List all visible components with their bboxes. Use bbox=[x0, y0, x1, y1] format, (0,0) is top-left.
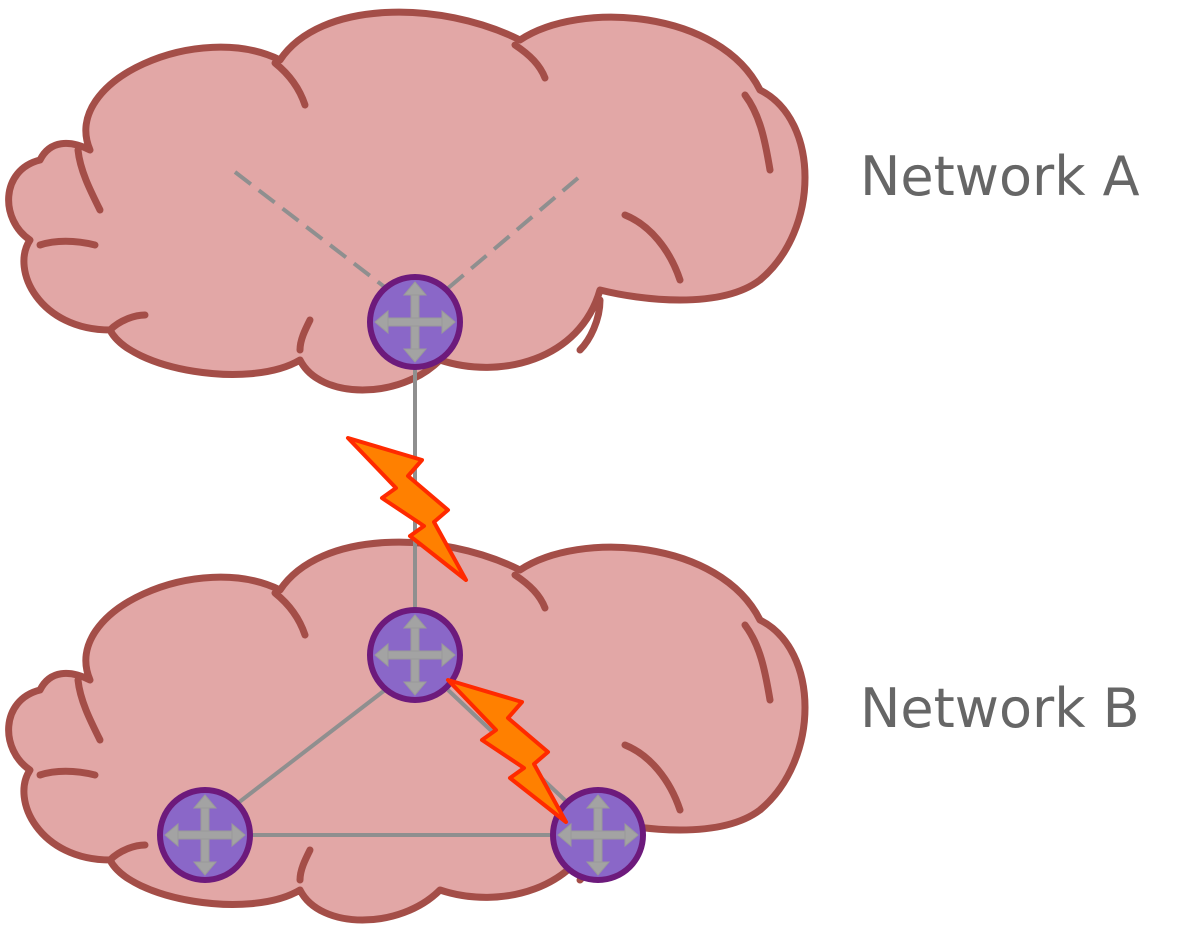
router-icon bbox=[370, 277, 460, 367]
router-icon bbox=[160, 790, 250, 880]
network-a-label: Network A bbox=[860, 145, 1140, 208]
network-b-label: Network B bbox=[860, 677, 1140, 740]
link-top-left bbox=[236, 688, 387, 805]
network-a-cloud bbox=[5, 8, 809, 394]
dashed-link-right bbox=[438, 176, 580, 297]
cloud-icon bbox=[5, 538, 809, 924]
router-icon bbox=[553, 790, 643, 880]
router-icon bbox=[370, 610, 460, 700]
router-b-top bbox=[370, 610, 460, 700]
router-b-right bbox=[553, 790, 643, 880]
cloud-icon bbox=[5, 8, 809, 394]
dashed-link-left bbox=[233, 170, 397, 297]
network-b-cloud bbox=[5, 538, 809, 924]
router-a-border bbox=[370, 277, 460, 367]
router-b-left bbox=[160, 790, 250, 880]
